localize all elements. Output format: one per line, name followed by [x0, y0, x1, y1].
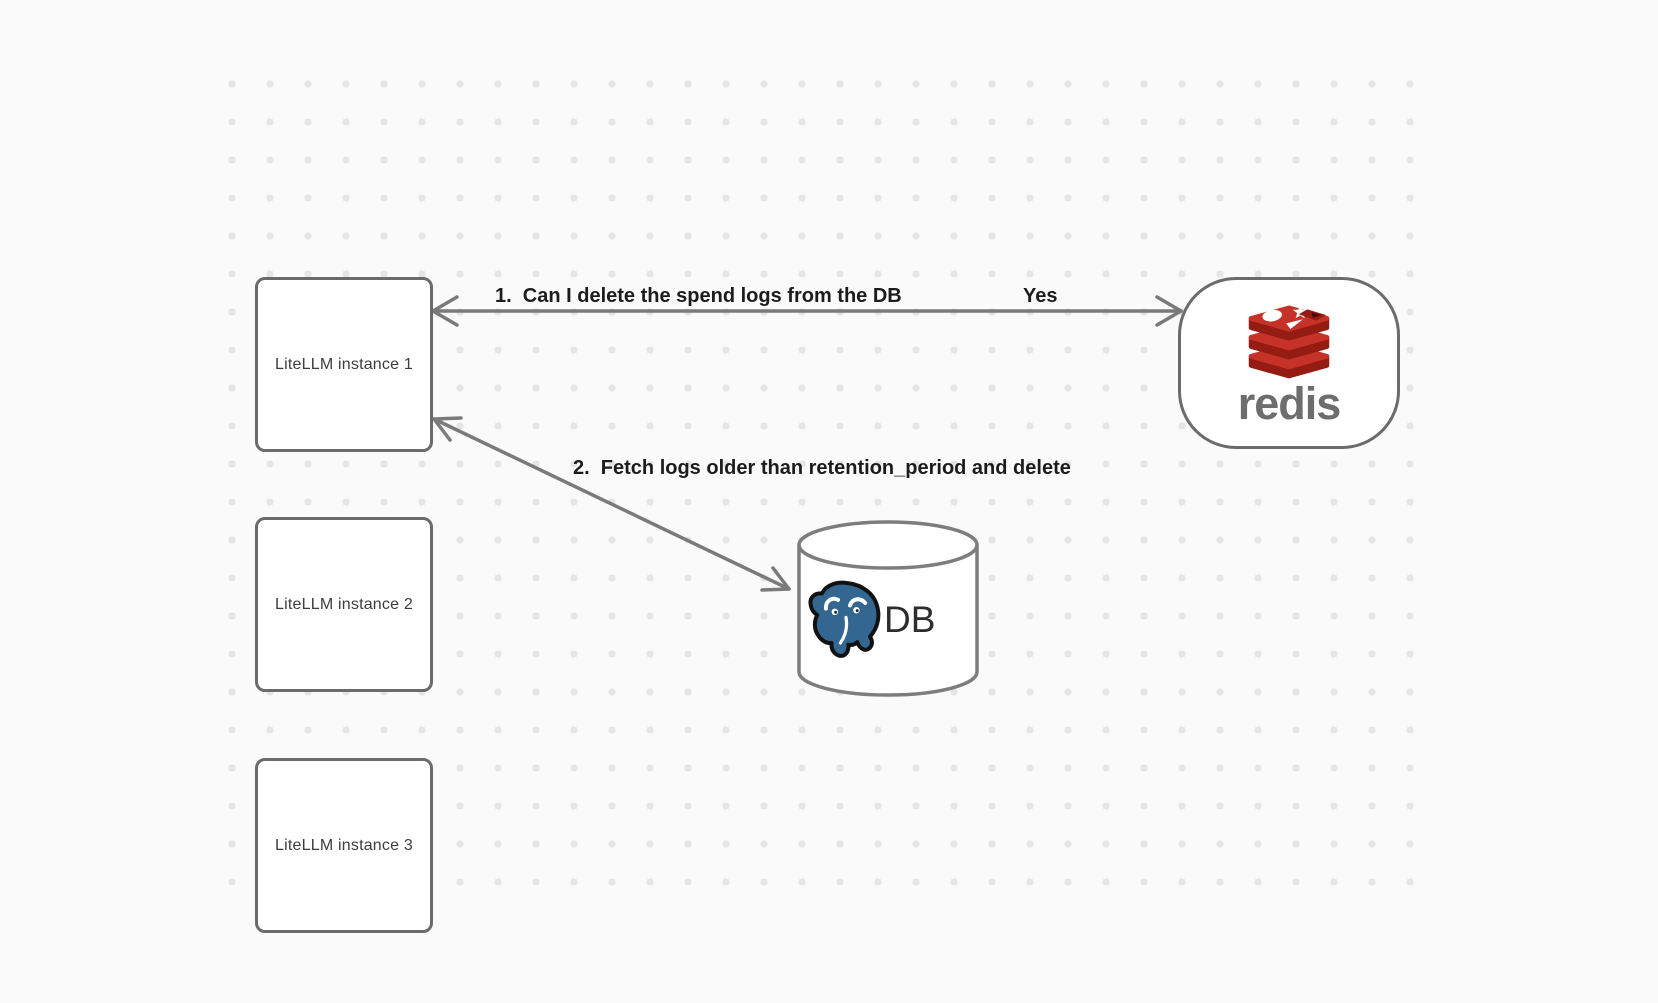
- edge-2-arrow[interactable]: [432, 416, 791, 592]
- postgresql-icon: [808, 580, 881, 658]
- arrowhead-left-icon: [431, 295, 459, 327]
- node-redis[interactable]: redis: [1178, 277, 1400, 449]
- redis-logo-icon: [1248, 304, 1330, 379]
- node-litellm-instance-2[interactable]: LiteLLM instance 2: [255, 517, 433, 692]
- node-label: LiteLLM instance 3: [275, 836, 413, 854]
- node-label: LiteLLM instance 2: [275, 595, 413, 613]
- node-litellm-instance-1[interactable]: LiteLLM instance 1: [255, 277, 433, 452]
- redis-wordmark: redis: [1237, 378, 1342, 429]
- edge-1-label[interactable]: 1. Can I delete the spend logs from the …: [495, 285, 902, 307]
- db-node-content: DB: [806, 576, 976, 662]
- arrowhead-right-icon: [1155, 295, 1183, 327]
- node-label: LiteLLM instance 1: [275, 355, 413, 373]
- edge-1-arrow[interactable]: [431, 295, 1183, 327]
- edge-2-label[interactable]: 2. Fetch logs older than retention_perio…: [573, 457, 1071, 479]
- arrowhead-downright-icon: [760, 566, 791, 592]
- edge-1-response-label[interactable]: Yes: [1023, 285, 1058, 307]
- db-label: DB: [884, 598, 936, 640]
- node-litellm-instance-3[interactable]: LiteLLM instance 3: [255, 758, 433, 933]
- arrowhead-upleft-icon: [432, 416, 463, 442]
